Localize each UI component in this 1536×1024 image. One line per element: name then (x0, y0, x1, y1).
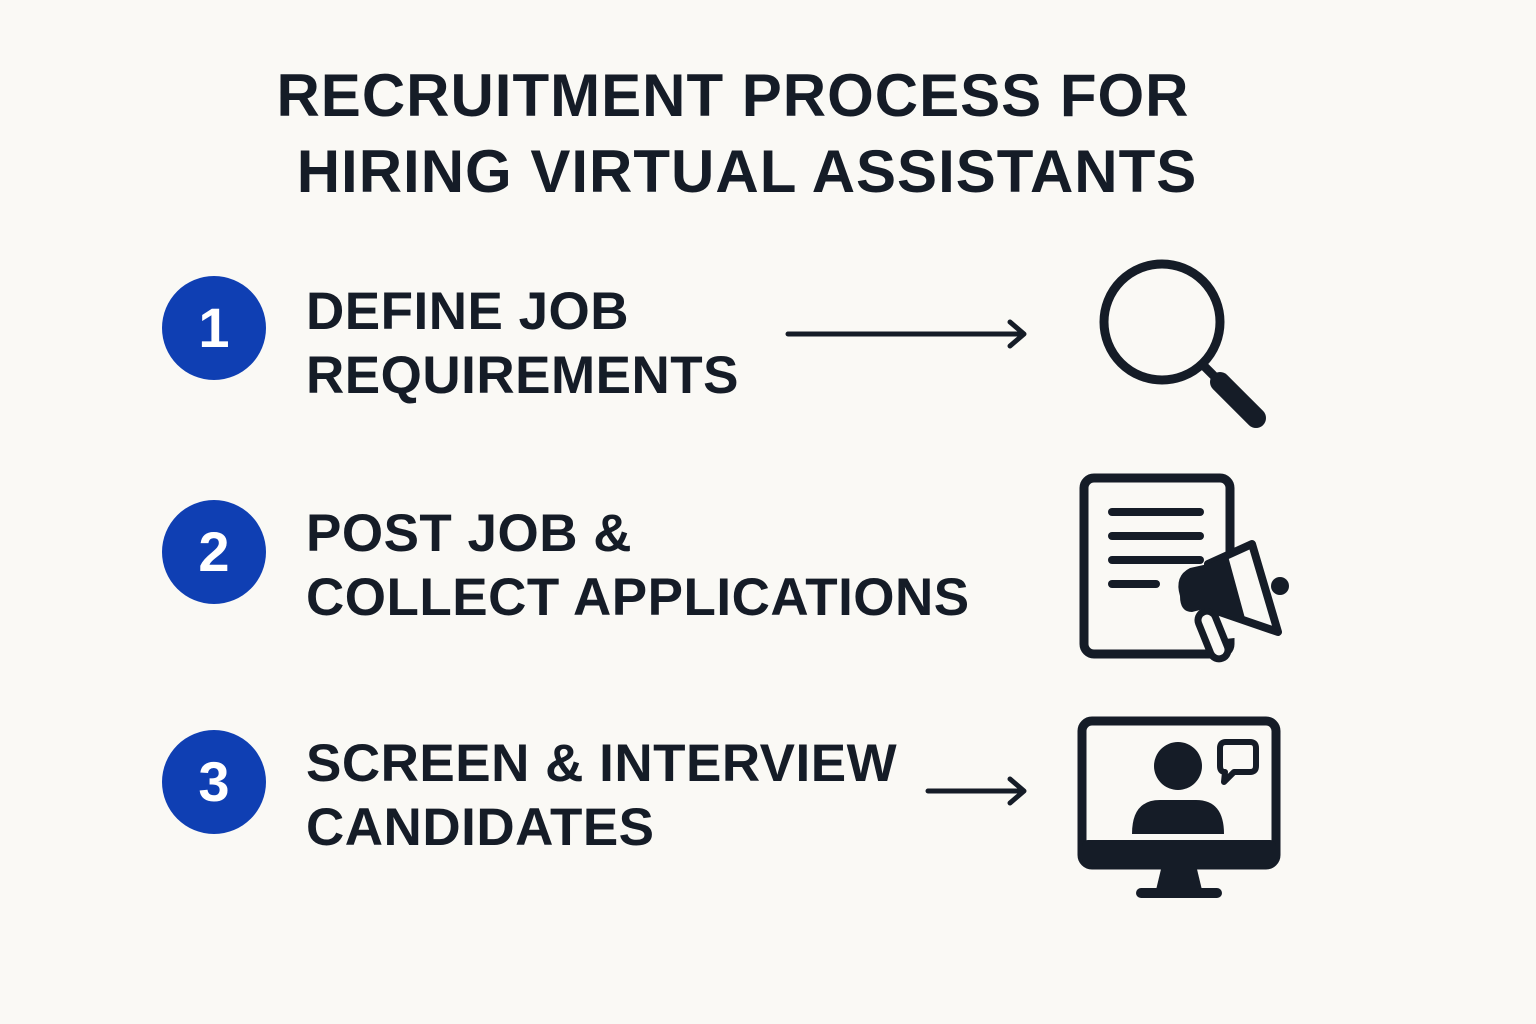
step-2-label-line-2: COLLECT APPLICATIONS (306, 568, 970, 627)
step-1-badge: 1 (162, 276, 266, 380)
step-1-arrow-icon (785, 319, 1027, 349)
step-3-number: 3 (198, 750, 230, 813)
step-3-label: SCREEN & INTERVIEW CANDIDATES (306, 732, 897, 860)
step-1-label-line-2: REQUIREMENTS (306, 346, 739, 405)
step-3-arrow-icon (925, 776, 1027, 806)
magnifying-glass-icon (1099, 259, 1266, 428)
step-2-label-line-1: POST JOB & (306, 504, 633, 563)
title-line-1: RECRUITMENT PROCESS FOR (276, 62, 1190, 129)
step-2-number: 2 (198, 520, 230, 583)
step-2-label: POST JOB & COLLECT APPLICATIONS (306, 502, 970, 630)
step-1-number: 1 (198, 296, 230, 359)
step-2-badge: 2 (162, 500, 266, 604)
step-1-label: DEFINE JOB REQUIREMENTS (306, 280, 739, 408)
step-3-label-line-1: SCREEN & INTERVIEW (306, 734, 898, 793)
step-3-label-line-2: CANDIDATES (306, 798, 655, 857)
page-title: RECRUITMENT PROCESS FOR HIRING VIRTUAL A… (0, 58, 1466, 210)
title-line-2: HIRING VIRTUAL ASSISTANTS (296, 138, 1198, 205)
step-3-badge: 3 (162, 730, 266, 834)
video-interview-monitor-icon (1077, 716, 1281, 898)
document-megaphone-icon (1079, 473, 1290, 663)
step-1-label-line-1: DEFINE JOB (306, 282, 630, 341)
